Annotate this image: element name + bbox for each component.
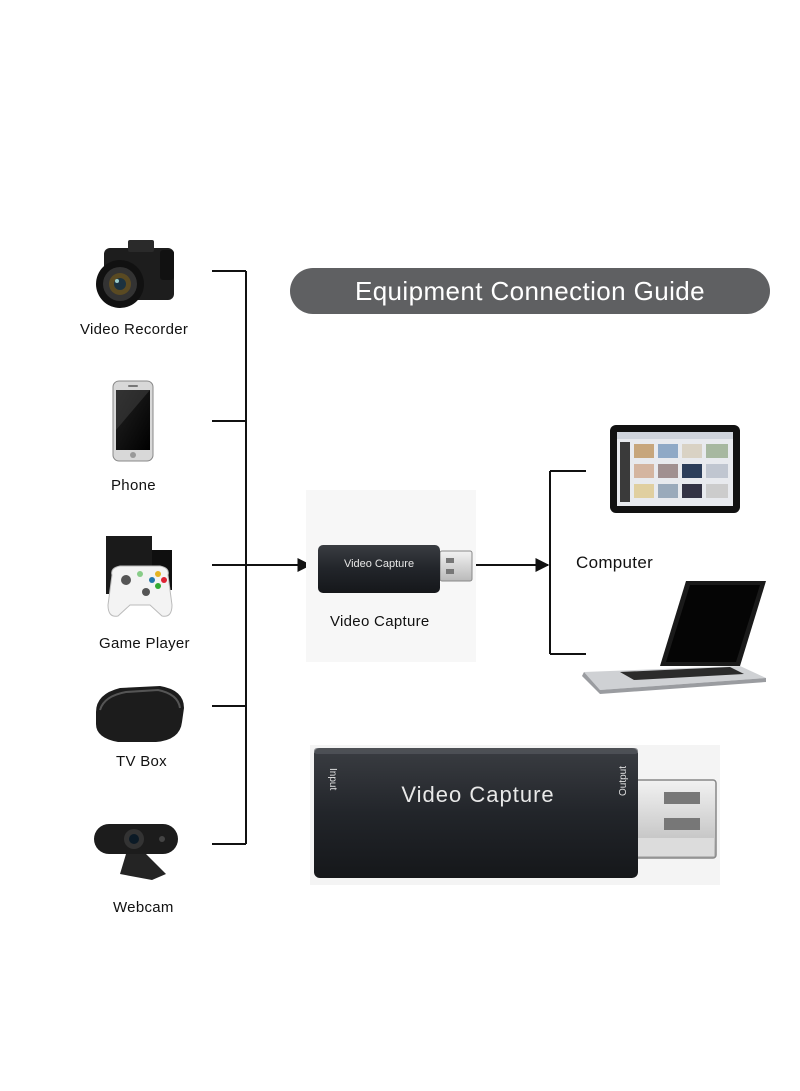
capture-label: Video Capture xyxy=(330,613,430,630)
capture-device-small-text: Video Capture xyxy=(344,558,414,570)
source-label-phone: Phone xyxy=(111,477,156,494)
tablet-icon xyxy=(610,425,740,513)
capture-device-large: Video Capture Input Output xyxy=(310,745,720,885)
output-port-label: Output xyxy=(618,766,629,796)
input-port-label: Input xyxy=(327,768,338,790)
tv-box-icon xyxy=(96,686,184,742)
phone-icon xyxy=(112,380,154,462)
capture-device-large-text: Video Capture xyxy=(401,782,554,807)
webcam-icon xyxy=(94,824,178,880)
laptop-icon xyxy=(582,581,766,694)
source-bracket xyxy=(212,270,247,845)
source-label-tv-box: TV Box xyxy=(116,753,167,770)
diagram-title: Equipment Connection Guide xyxy=(290,268,770,314)
source-label-video-recorder: Video Recorder xyxy=(80,321,189,338)
capture-device-small: Video Capture xyxy=(306,490,476,662)
computer-bracket xyxy=(549,470,586,655)
camera-icon xyxy=(96,240,174,308)
source-label-game-player: Game Player xyxy=(99,635,190,652)
computer-label: Computer xyxy=(576,553,654,572)
source-label-webcam: Webcam xyxy=(113,899,174,916)
gamepad-icon xyxy=(106,536,173,617)
